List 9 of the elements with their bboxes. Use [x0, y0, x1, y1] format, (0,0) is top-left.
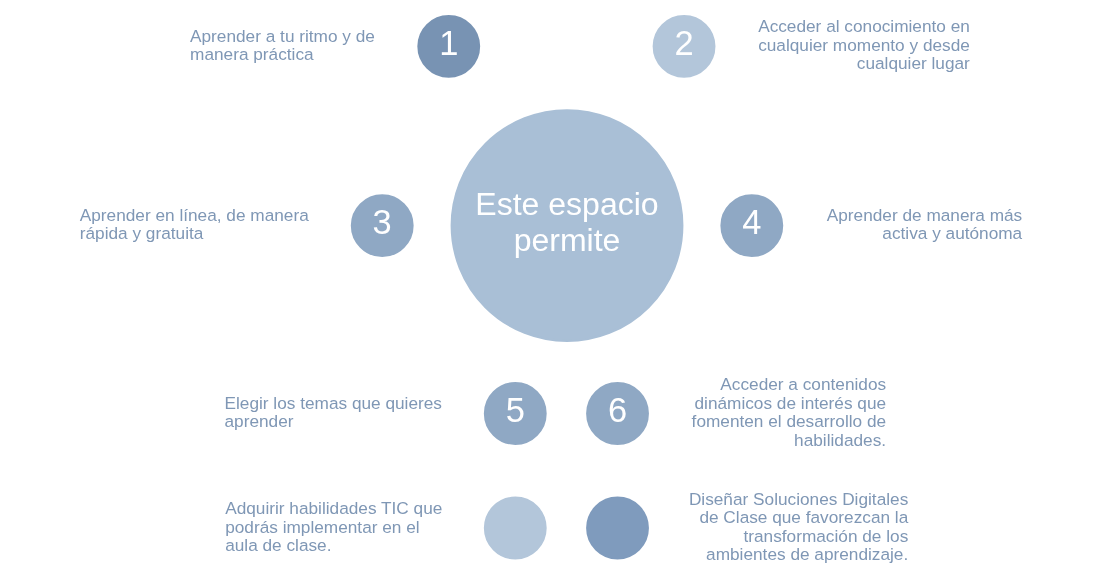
node-label: Diseñar Soluciones Digitales de Clase que favorezcan la transformación de los ambientes de aprendizaje. [688, 488, 908, 565]
node-label: Aprender a tu ritmo y de manera práctica [189, 25, 375, 65]
node-label: Acceder al conocimiento en cualquier momento y desde cualquier lugar [757, 16, 970, 74]
node-label: Aprender de manera más activa y autónoma [826, 204, 1022, 244]
node-label: Acceder a contenidos dinámicos de interés que fomenten el desarrollo de habilidades. [691, 374, 886, 450]
node-label: Elegir los temas que quieres aprender [224, 392, 442, 432]
node-circle: Este espacio permite [450, 109, 683, 342]
node-label: Aprender en línea, de manera rápida y gratuita [79, 204, 309, 244]
node-label: Adquirir habilidades TIC que podrás implementar en el aula de clase. [224, 498, 442, 556]
